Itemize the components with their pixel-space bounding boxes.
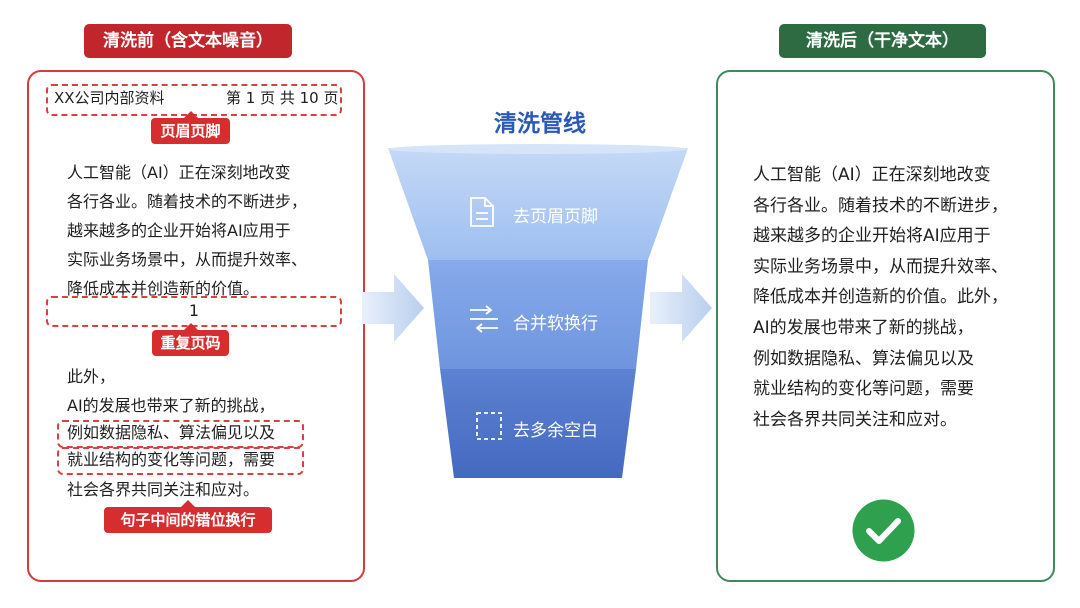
before-para1-line: 各行各业。随着技术的不断进步， bbox=[67, 192, 308, 211]
before-para2-line: 社会各界共同关注和应对。 bbox=[67, 480, 260, 499]
line-break-tag: 句子中间的错位换行 bbox=[104, 500, 272, 533]
funnel-stage-1 bbox=[388, 148, 688, 260]
before-para2-line: AI的发展也带来了新的挑战， bbox=[67, 396, 275, 415]
check-circle-icon bbox=[852, 499, 915, 562]
after-line: 各行各业。随着技术的不断进步， bbox=[753, 196, 1008, 216]
after-line: 就业结构的变化等问题，需要 bbox=[753, 379, 974, 399]
before-para2-line: 例如数据隐私、算法偏见以及 bbox=[67, 423, 276, 442]
broken-line-box bbox=[57, 447, 304, 475]
after-line: 降低成本并创造新的价值。此外， bbox=[753, 287, 1008, 307]
header-footer-tag: 页眉页脚 bbox=[151, 111, 230, 144]
step-remove-whitespace: 去多余空白 bbox=[513, 421, 598, 441]
step-merge-soft-breaks: 合并软换行 bbox=[513, 314, 598, 334]
after-title: 清洗后（干净文本） bbox=[779, 24, 986, 58]
before-para2-line: 就业结构的变化等问题，需要 bbox=[67, 450, 276, 469]
page-number: 1 bbox=[188, 301, 200, 320]
before-para1-line: 实际业务场景中，从而提升效率、 bbox=[67, 250, 308, 269]
before-para1-line: 人工智能（AI）正在深刻地改变 bbox=[67, 163, 291, 182]
after-line: 越来越多的企业开始将AI应用于 bbox=[753, 226, 991, 246]
pipeline-funnel bbox=[388, 144, 688, 478]
after-line: 人工智能（AI）正在深刻地改变 bbox=[753, 165, 991, 185]
whitespace-icon bbox=[476, 412, 502, 440]
after-line: 社会各界共同关注和应对。 bbox=[753, 410, 957, 430]
before-para1-line: 降低成本并创造新的价值。 bbox=[67, 279, 260, 298]
after-line: 实际业务场景中，从而提升效率、 bbox=[753, 257, 1008, 277]
step-remove-header-footer: 去页眉页脚 bbox=[513, 207, 598, 227]
after-line: AI的发展也带来了新的挑战， bbox=[753, 318, 974, 338]
after-panel bbox=[716, 70, 1055, 582]
funnel-stage-3 bbox=[440, 369, 636, 478]
page-number-tag: 重复页码 bbox=[152, 323, 229, 356]
arrow-right-icon bbox=[650, 274, 712, 342]
after-line: 例如数据隐私、算法偏见以及 bbox=[753, 349, 974, 369]
header-left-text: XX公司内部资料 bbox=[54, 89, 165, 107]
before-para1-line: 越来越多的企业开始将AI应用于 bbox=[67, 221, 291, 240]
before-title: 清洗前（含文本噪音） bbox=[84, 24, 292, 58]
before-para2-line: 此外， bbox=[67, 367, 116, 386]
document-icon bbox=[470, 197, 494, 227]
merge-lines-icon bbox=[470, 305, 498, 333]
header-right-text: 第 1 页 共 10 页 bbox=[226, 89, 339, 107]
arrow-right-icon bbox=[362, 274, 424, 342]
funnel-stage-2 bbox=[428, 260, 648, 369]
pipeline-title: 清洗管线 bbox=[494, 111, 586, 137]
